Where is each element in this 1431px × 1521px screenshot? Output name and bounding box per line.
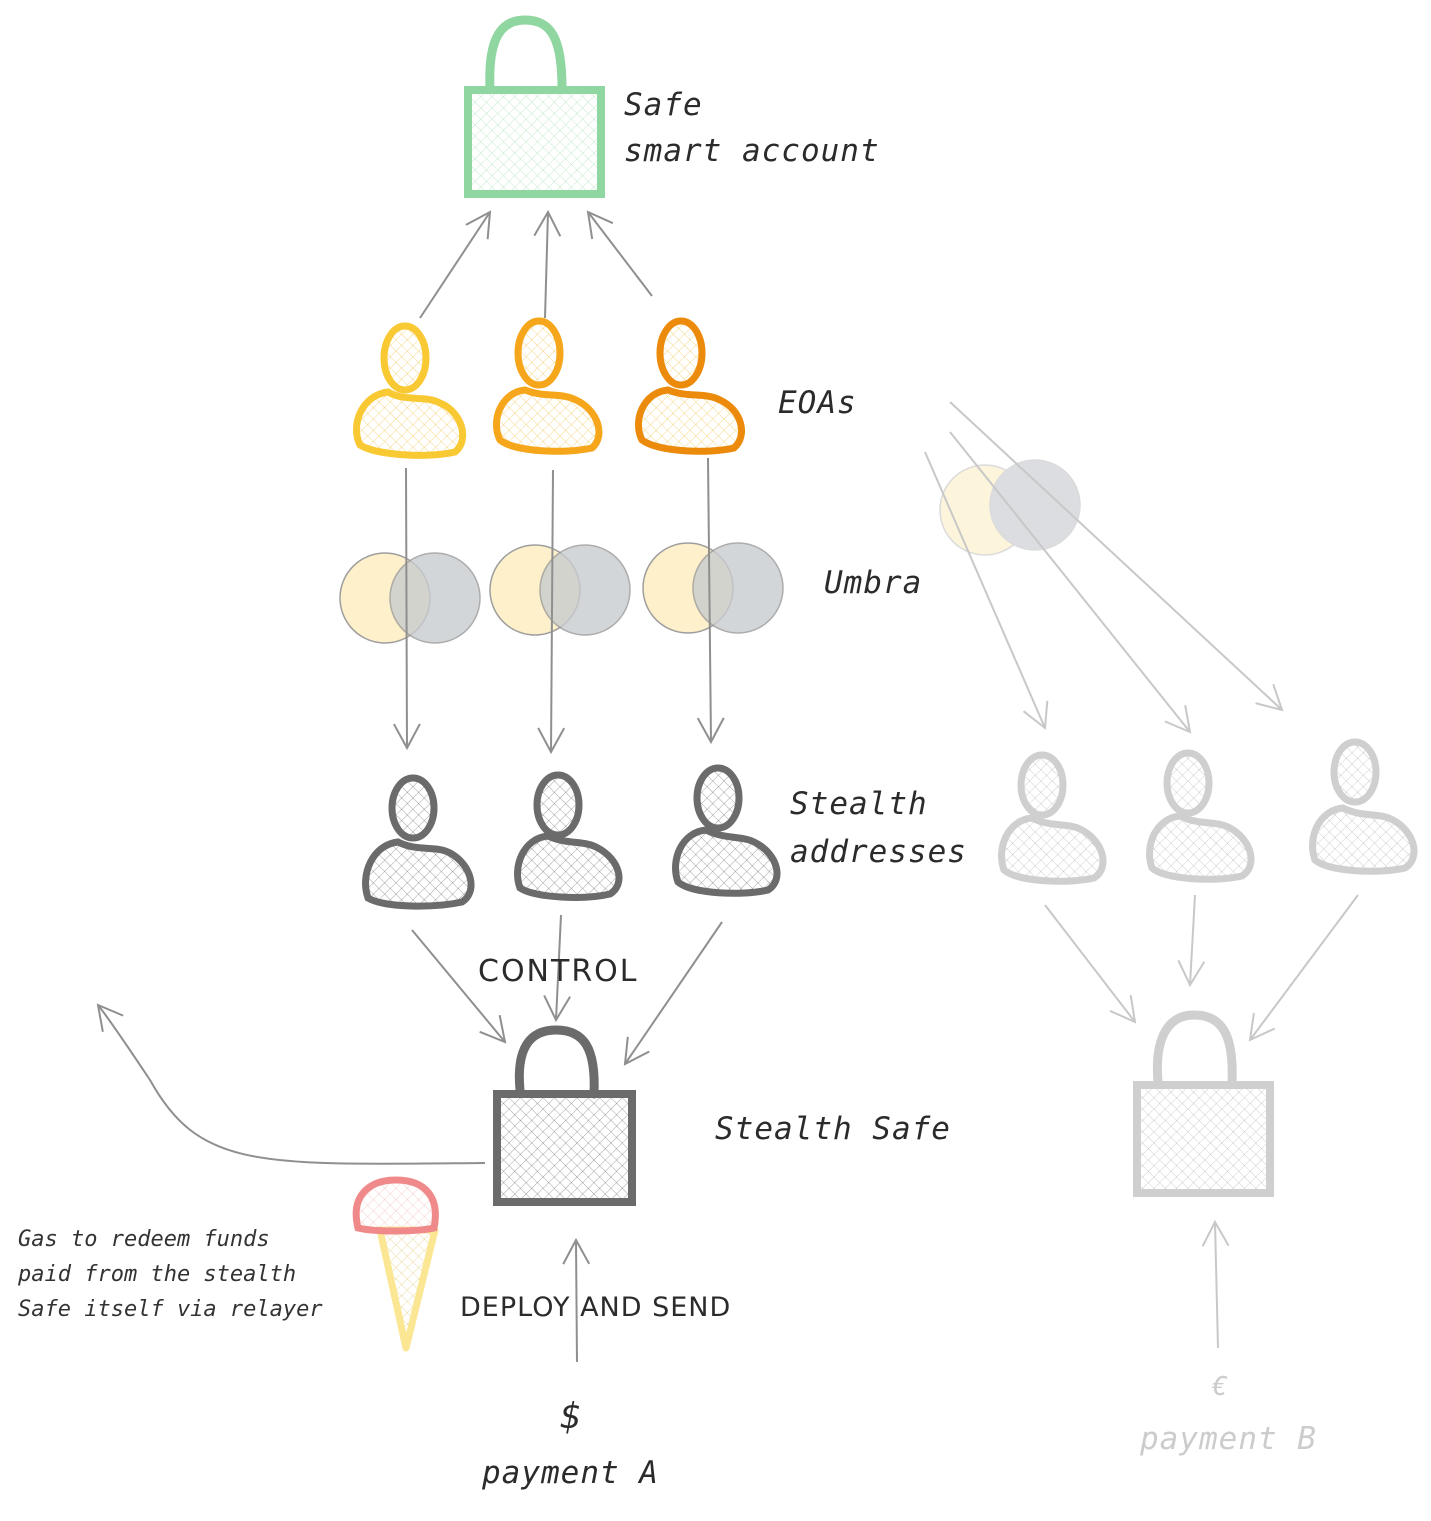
safe-account-lock-icon xyxy=(464,15,605,198)
payment-a-symbol: $ xyxy=(560,1396,582,1437)
faded-stealth-arrows xyxy=(924,401,1284,734)
stealth-addresses-label: Stealth addresses xyxy=(790,780,967,876)
stealth-address-icon-faded xyxy=(1309,738,1418,875)
faded-stealth-to-safe-arrows xyxy=(1044,894,1359,1042)
payment-b-arrow xyxy=(1201,1219,1230,1349)
gas-note-line: paid from the stealth xyxy=(18,1262,297,1287)
stealth-address-icon xyxy=(362,774,475,910)
safe-account-label-line: Safe xyxy=(624,87,703,123)
eoa-person-icon xyxy=(634,317,745,455)
safe-account-label: Safe smart account xyxy=(624,82,880,174)
stealth-safe-lock-icon xyxy=(493,1025,636,1206)
payment-a-arrow xyxy=(562,1237,591,1363)
payment-b-label: payment B xyxy=(1140,1421,1317,1457)
ice-cream-gas-icon xyxy=(352,1176,439,1352)
umbra-icon-faded xyxy=(939,459,1081,556)
umbra-icon xyxy=(339,552,481,644)
payment-b-symbol: € xyxy=(1212,1372,1228,1402)
eoas-label: EOAs xyxy=(778,385,857,421)
gas-note-line: Gas to redeem funds xyxy=(18,1227,270,1252)
stealth-address-icon xyxy=(514,771,623,901)
umbra-label: Umbra xyxy=(824,565,923,601)
control-label: CONTROL xyxy=(478,954,639,989)
gas-note-line: Safe itself via relayer xyxy=(18,1297,323,1322)
stealth-address-icon xyxy=(672,764,781,897)
relayer-arrow xyxy=(96,1003,486,1165)
umbra-icon xyxy=(489,544,631,636)
stealth-to-safe-arrows xyxy=(411,914,723,1066)
stealth-addresses-label-line: addresses xyxy=(790,834,967,870)
stealth-addresses-label-line: Stealth xyxy=(790,786,928,822)
gas-note: Gas to redeem funds paid from the stealt… xyxy=(18,1222,323,1327)
stealth-address-icon-faded xyxy=(1146,749,1255,883)
eoa-to-safe-arrows xyxy=(419,209,653,319)
payment-a-label: payment A xyxy=(482,1455,659,1491)
faded-safe-lock-icon xyxy=(1133,1010,1274,1197)
deploy-and-send-label: DEPLOY AND SEND xyxy=(460,1292,732,1323)
umbra-icon xyxy=(642,542,784,634)
eoa-person-icon xyxy=(492,317,603,455)
stealth-safe-label: Stealth Safe xyxy=(715,1111,951,1147)
eoa-person-icon xyxy=(353,322,467,459)
safe-account-label-line: smart account xyxy=(624,133,880,169)
stealth-address-icon-faded xyxy=(998,751,1107,885)
eoa-to-stealth-arrows xyxy=(393,457,725,755)
